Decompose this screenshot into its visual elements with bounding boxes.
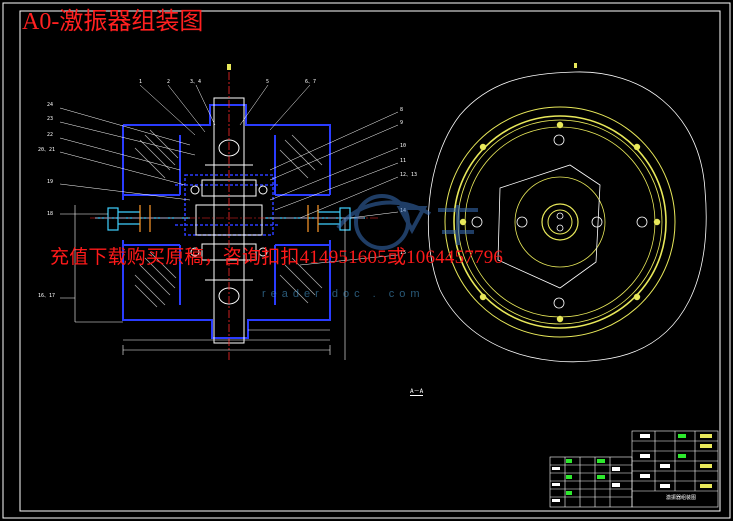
part-label: 12、13	[400, 172, 417, 178]
title-block-fill	[552, 434, 712, 502]
title-block	[549, 430, 719, 508]
section-label: A－A	[410, 388, 424, 396]
part-label: 1	[139, 79, 142, 85]
part-label: 2	[167, 79, 170, 85]
drawing-title: A0-激振器组装图	[22, 9, 204, 35]
part-label: 8	[400, 107, 403, 113]
title-block-label: 激振器组装图	[666, 495, 697, 501]
part-label: 19	[47, 179, 53, 185]
top-view	[427, 63, 707, 363]
part-label: 9	[400, 120, 403, 126]
part-label: 23	[47, 116, 53, 122]
logo-watermark	[336, 194, 478, 250]
part-label: 22	[47, 132, 53, 138]
part-label: 5	[266, 79, 269, 85]
section-view	[59, 64, 399, 360]
part-label: 24	[47, 102, 53, 108]
part-label: 11	[400, 158, 406, 164]
inner-border	[19, 10, 721, 512]
part-label: 15	[400, 250, 406, 256]
part-label: 20、21	[38, 147, 55, 153]
url-watermark: reader doc . com	[262, 288, 425, 300]
part-label: 6、7	[305, 79, 316, 85]
part-label: 18	[47, 211, 53, 217]
part-label: 10	[400, 143, 406, 149]
part-label: 16、17	[38, 293, 55, 299]
watermark-text: 充值下载购买原稿，咨询扣扣414951605或1064457796	[50, 247, 504, 268]
part-label: 3、4	[190, 79, 201, 85]
